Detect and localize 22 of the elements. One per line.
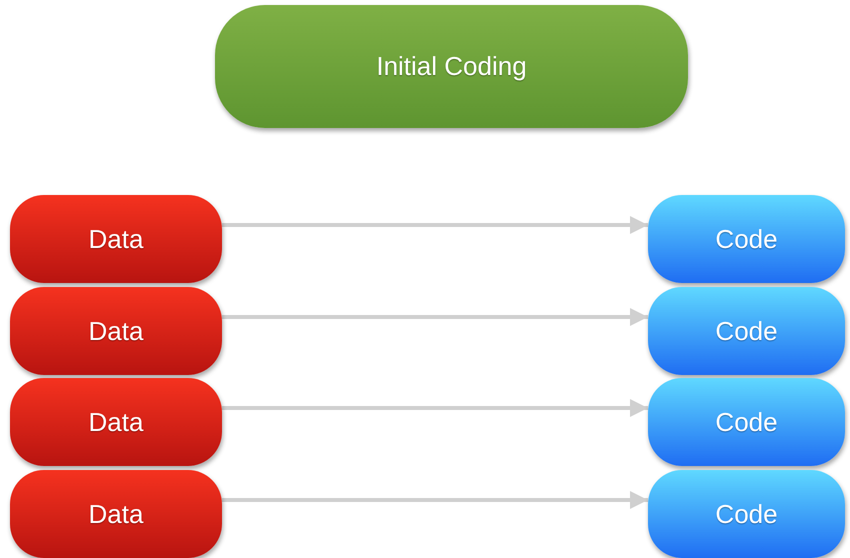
code-pill xyxy=(648,195,845,283)
data-pill xyxy=(10,287,222,375)
node-label: Code xyxy=(715,406,778,438)
code-pill xyxy=(648,470,845,558)
node-label: Data xyxy=(88,224,144,254)
arrow xyxy=(222,399,648,417)
node-label: Data xyxy=(88,406,144,438)
node-label: Data xyxy=(88,498,144,530)
arrow xyxy=(222,216,648,234)
node-label: Data xyxy=(88,316,144,346)
arrow xyxy=(222,491,648,509)
node-label: Initial Coding xyxy=(376,51,527,82)
code-pill xyxy=(648,378,845,466)
node-label: Code xyxy=(715,498,778,530)
heading-pill xyxy=(215,5,688,128)
node-label: Code xyxy=(715,224,778,254)
data-pill xyxy=(10,470,222,558)
data-pill xyxy=(10,195,222,283)
node-label: Code xyxy=(715,316,778,346)
code-pill xyxy=(648,287,845,375)
arrow xyxy=(222,308,648,326)
data-pill xyxy=(10,378,222,466)
